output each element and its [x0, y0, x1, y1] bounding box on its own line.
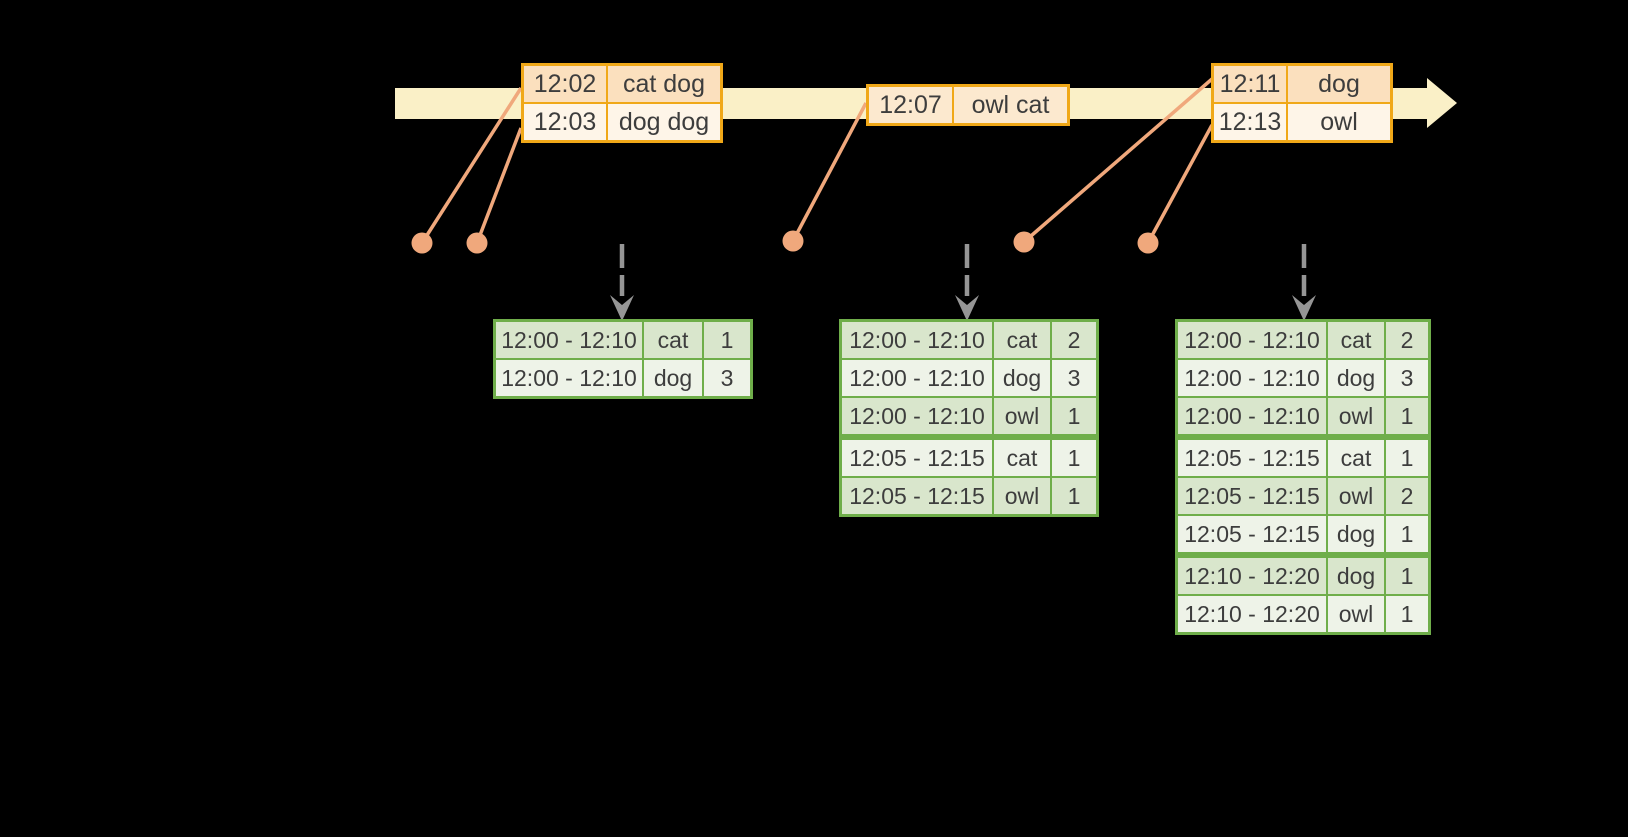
- result-count-cell: 1: [1386, 516, 1428, 552]
- event-dot: [1013, 231, 1035, 253]
- event-connector-line: [420, 87, 523, 244]
- event-dot: [466, 232, 488, 254]
- result-word-cell: cat: [1328, 322, 1384, 358]
- result-count-cell: 1: [1386, 440, 1428, 476]
- event-connector-line: [791, 102, 868, 242]
- result-word-cell: dog: [1328, 516, 1384, 552]
- result-word-cell: dog: [1328, 360, 1384, 396]
- event-words-cell: dog dog: [608, 104, 720, 140]
- result-window-cell: 12:05 - 12:15: [842, 478, 992, 514]
- event-dots: [411, 230, 1159, 254]
- result-window-cell: 12:05 - 12:15: [1178, 478, 1326, 514]
- trigger-arrowhead-icon: [1292, 295, 1316, 321]
- event-dot: [411, 232, 433, 254]
- result-count-cell: 1: [704, 322, 750, 358]
- result-count-cell: 1: [1386, 558, 1428, 594]
- result-word-cell: cat: [644, 322, 702, 358]
- result-window-cell: 12:00 - 12:10: [496, 360, 642, 396]
- result-word-cell: dog: [994, 360, 1050, 396]
- result-count-cell: 1: [1386, 398, 1428, 434]
- window-group-separator: [1178, 554, 1428, 556]
- window-group-separator: [842, 436, 1096, 438]
- event-words-cell: dog: [1288, 66, 1390, 102]
- result-window-cell: 12:00 - 12:10: [842, 360, 992, 396]
- result-window-cell: 12:00 - 12:10: [842, 322, 992, 358]
- result-count-cell: 1: [1386, 596, 1428, 632]
- trigger-arrow-shafts: [619, 244, 1307, 296]
- result-count-cell: 1: [1052, 398, 1096, 434]
- event-time-cell: 12:13: [1214, 104, 1286, 140]
- result-count-cell: 2: [1052, 322, 1096, 358]
- result-word-cell: owl: [994, 478, 1050, 514]
- result-window-cell: 12:00 - 12:10: [496, 322, 642, 358]
- result-window-cell: 12:00 - 12:10: [1178, 322, 1326, 358]
- result-word-cell: cat: [994, 322, 1050, 358]
- result-word-cell: owl: [1328, 596, 1384, 632]
- result-word-cell: cat: [1328, 440, 1384, 476]
- result-window-cell: 12:10 - 12:20: [1178, 596, 1326, 632]
- trigger-arrowheads: [610, 295, 1316, 321]
- result-count-cell: 1: [1052, 478, 1096, 514]
- trigger-arrowhead-icon: [955, 295, 979, 321]
- window-group-separator: [1178, 436, 1428, 438]
- result-window-cell: 12:00 - 12:10: [1178, 398, 1326, 434]
- result-count-cell: 2: [1386, 322, 1428, 358]
- event-words-cell: owl: [1288, 104, 1390, 140]
- event-words-cell: cat dog: [608, 66, 720, 102]
- result-window-cell: 12:05 - 12:15: [1178, 516, 1326, 552]
- event-time-cell: 12:02: [524, 66, 606, 102]
- result-count-cell: 1: [1052, 440, 1096, 476]
- event-connector-lines: [420, 77, 1214, 244]
- result-word-cell: dog: [1328, 558, 1384, 594]
- result-window-cell: 12:05 - 12:15: [842, 440, 992, 476]
- event-dot: [1137, 232, 1159, 254]
- event-connector-line: [1022, 77, 1214, 244]
- trigger-arrowhead-icon: [610, 295, 634, 321]
- result-word-cell: cat: [994, 440, 1050, 476]
- result-window-cell: 12:00 - 12:10: [842, 398, 992, 434]
- event-connector-line: [475, 127, 523, 244]
- timeline-arrowhead-icon: [1427, 78, 1457, 128]
- result-count-cell: 2: [1386, 478, 1428, 514]
- event-words-cell: owl cat: [954, 87, 1067, 123]
- result-count-cell: 3: [1052, 360, 1096, 396]
- result-window-cell: 12:05 - 12:15: [1178, 440, 1326, 476]
- result-count-cell: 3: [704, 360, 750, 396]
- event-time-cell: 12:03: [524, 104, 606, 140]
- event-connector-line: [1146, 124, 1214, 244]
- result-word-cell: owl: [1328, 478, 1384, 514]
- result-word-cell: dog: [644, 360, 702, 396]
- result-word-cell: owl: [1328, 398, 1384, 434]
- result-window-cell: 12:10 - 12:20: [1178, 558, 1326, 594]
- event-dot: [782, 230, 804, 252]
- result-count-cell: 3: [1386, 360, 1428, 396]
- event-time-cell: 12:11: [1214, 66, 1286, 102]
- result-word-cell: owl: [994, 398, 1050, 434]
- result-window-cell: 12:00 - 12:10: [1178, 360, 1326, 396]
- event-time-cell: 12:07: [869, 87, 952, 123]
